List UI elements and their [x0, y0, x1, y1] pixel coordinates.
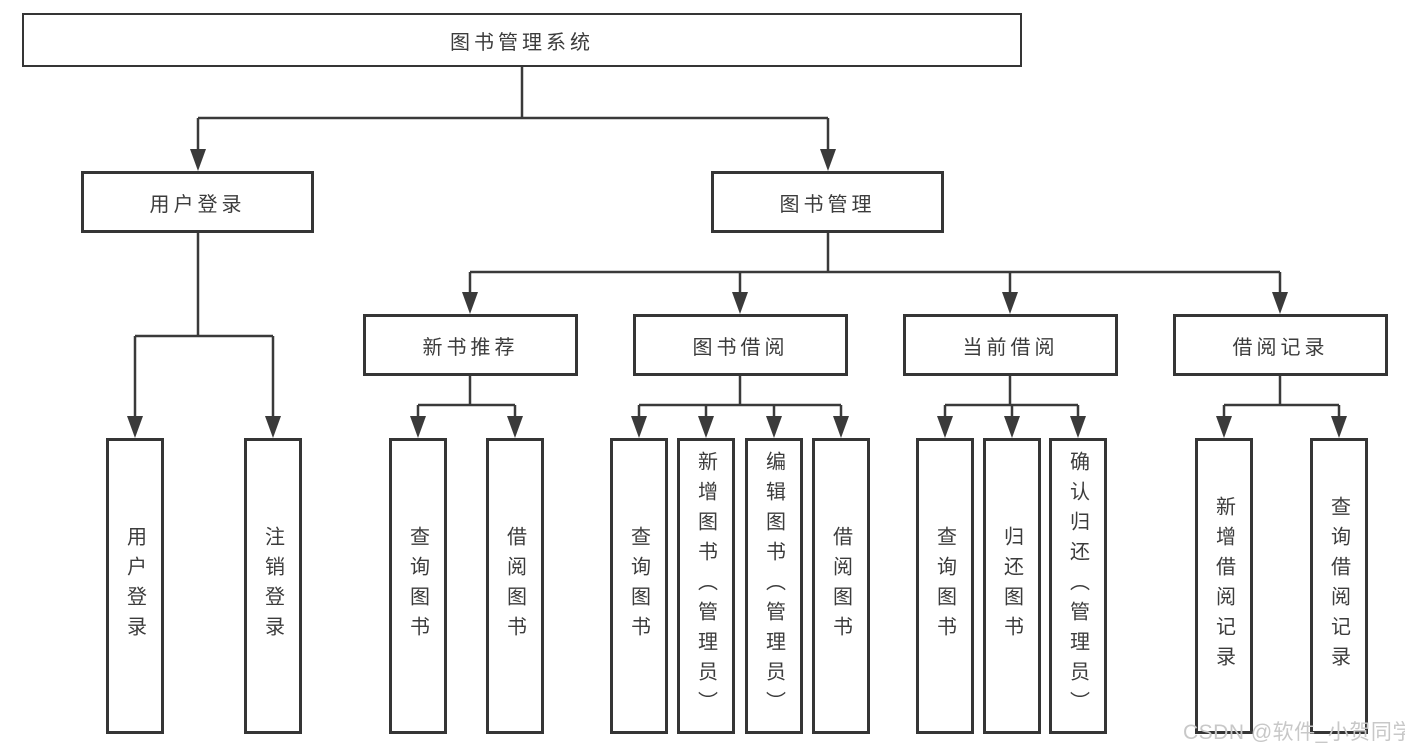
leaf-borrow-books: 借阅图书 [812, 438, 870, 734]
node-current-borrowing: 当前借阅 [903, 314, 1118, 376]
leaf-edit-books-admin: 编辑图书（管理员） [745, 438, 803, 734]
csdn-watermark: CSDN @软件_小贺同学 [1183, 721, 1405, 744]
leaf-user-login: 用户登录 [106, 438, 164, 734]
node-book-borrowing: 图书借阅 [633, 314, 848, 376]
node-user-login: 用户登录 [81, 171, 314, 233]
node-borrowing-records: 借阅记录 [1173, 314, 1388, 376]
leaf-add-borrow-record: 新增借阅记录 [1195, 438, 1253, 734]
node-book-management: 图书管理 [711, 171, 944, 233]
leaf-recommend-query-books: 查询图书 [389, 438, 447, 734]
arrowheads [127, 149, 1347, 438]
leaf-current-query-books: 查询图书 [916, 438, 974, 734]
node-library-management-system: 图书管理系统 [22, 13, 1022, 67]
leaf-recommend-borrow-books: 借阅图书 [486, 438, 544, 734]
leaf-confirm-return-admin: 确认归还（管理员） [1049, 438, 1107, 734]
leaf-return-books: 归还图书 [983, 438, 1041, 734]
node-new-book-recommend: 新书推荐 [363, 314, 578, 376]
leaf-borrowing-query-books: 查询图书 [610, 438, 668, 734]
leaf-add-books-admin: 新增图书（管理员） [677, 438, 735, 734]
leaf-logout: 注销登录 [244, 438, 302, 734]
leaf-query-borrow-record: 查询借阅记录 [1310, 438, 1368, 734]
